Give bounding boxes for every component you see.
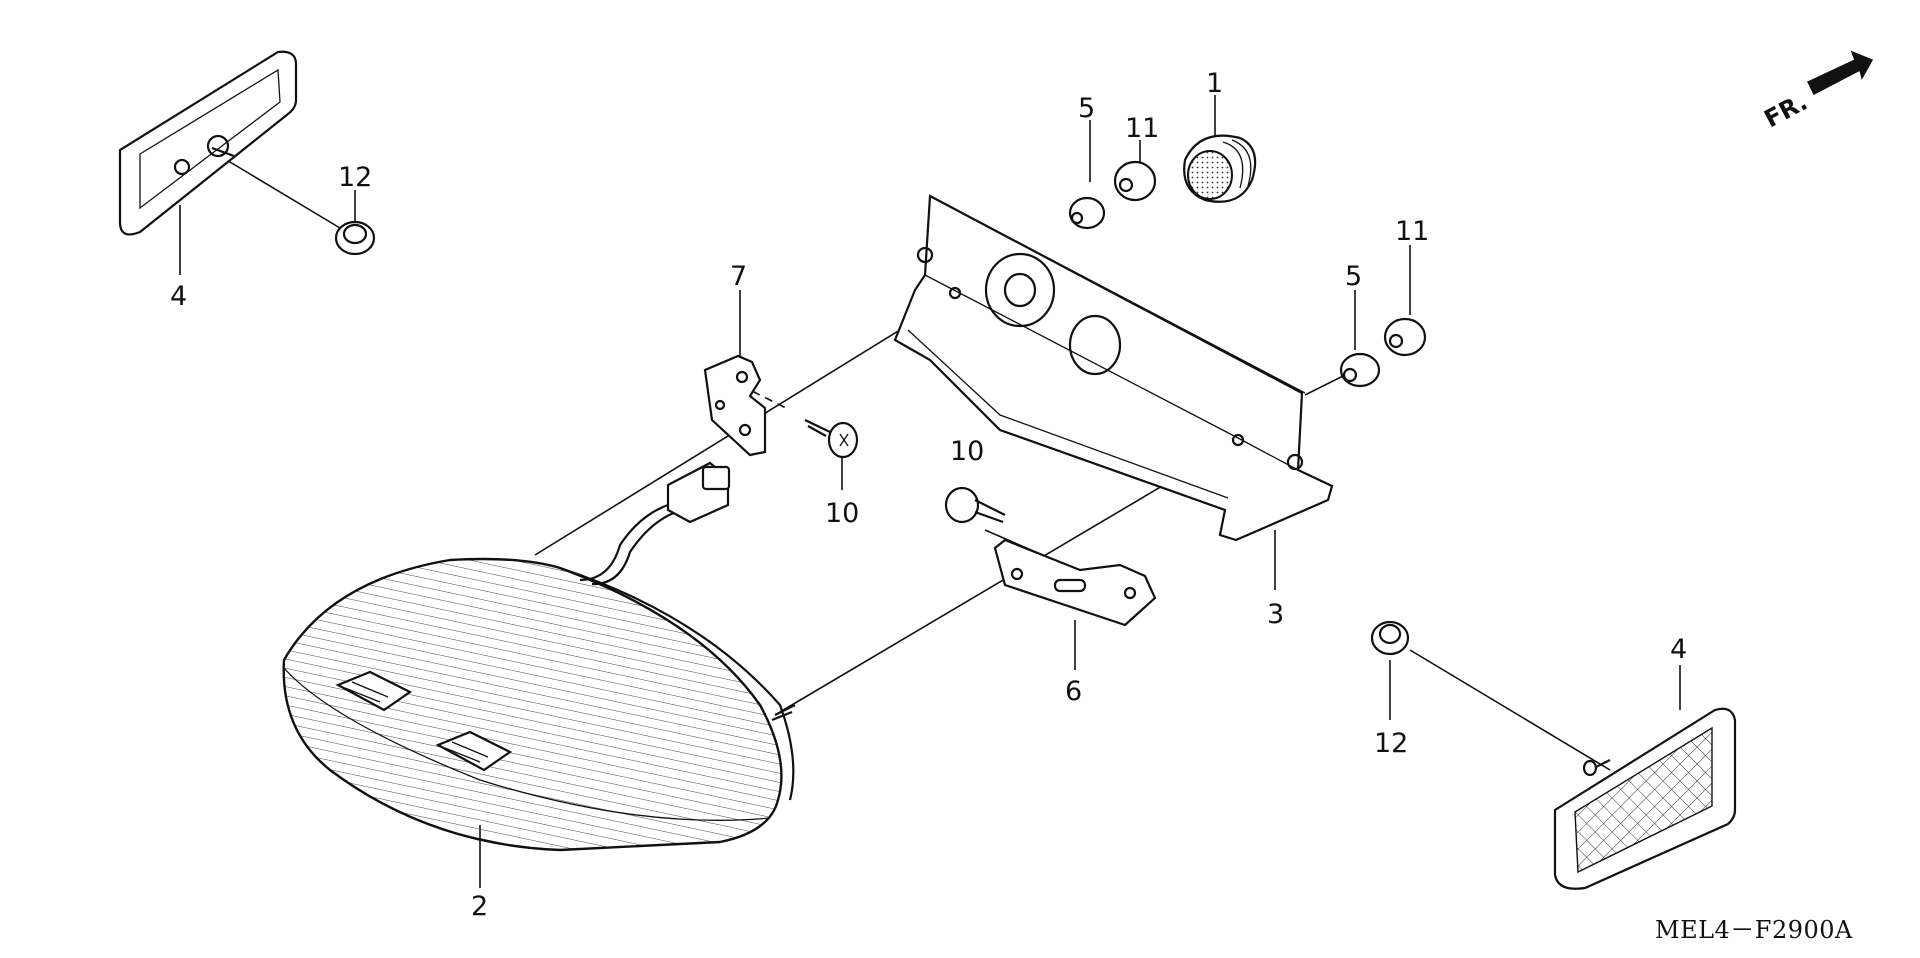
callout-part-2: 2 [471,891,488,922]
front-direction-indicator: FR. [1760,50,1874,134]
reflector-left [118,50,298,236]
front-direction-label: FR. [1760,88,1812,134]
bracket-left [703,354,767,457]
callout-part-11-upper: 11 [1125,113,1159,144]
callout-part-12-upper: 12 [338,162,372,193]
grommet-lower [1339,352,1381,388]
nut-lower [1383,317,1427,357]
callout-part-4-upper: 4 [170,281,187,312]
nut-right [1370,620,1410,656]
callout-part-3: 3 [1267,599,1284,630]
nut-left [334,220,376,256]
rubber-grommet [1183,134,1257,203]
callout-part-6: 6 [1065,676,1082,707]
screw-upper [804,419,859,459]
nut-upper [1113,160,1157,202]
callout-part-10-lower: 10 [950,436,984,467]
callout-part-10-upper: 10 [825,498,859,529]
callout-part-5-upper: 5 [1078,93,1095,124]
wire-connector [579,461,731,586]
callout-part-5-lower: 5 [1345,261,1362,292]
grommet-upper [1068,196,1106,230]
callout-part-12-lower: 12 [1374,728,1408,759]
reflector-right [1553,707,1737,890]
screw-lower [944,486,1006,524]
housing [893,194,1334,542]
callout-labels: 1 5 11 11 5 12 4 7 10 10 3 6 4 12 2 [170,68,1687,922]
callout-part-11-lower: 11 [1395,216,1429,247]
bracket-right [993,538,1157,627]
callout-part-1: 1 [1206,68,1223,99]
tail-light [282,557,796,852]
callout-part-4-lower: 4 [1670,634,1687,665]
callout-part-7: 7 [730,261,747,292]
diagram-code: MEL4－F2900A [1655,916,1853,944]
